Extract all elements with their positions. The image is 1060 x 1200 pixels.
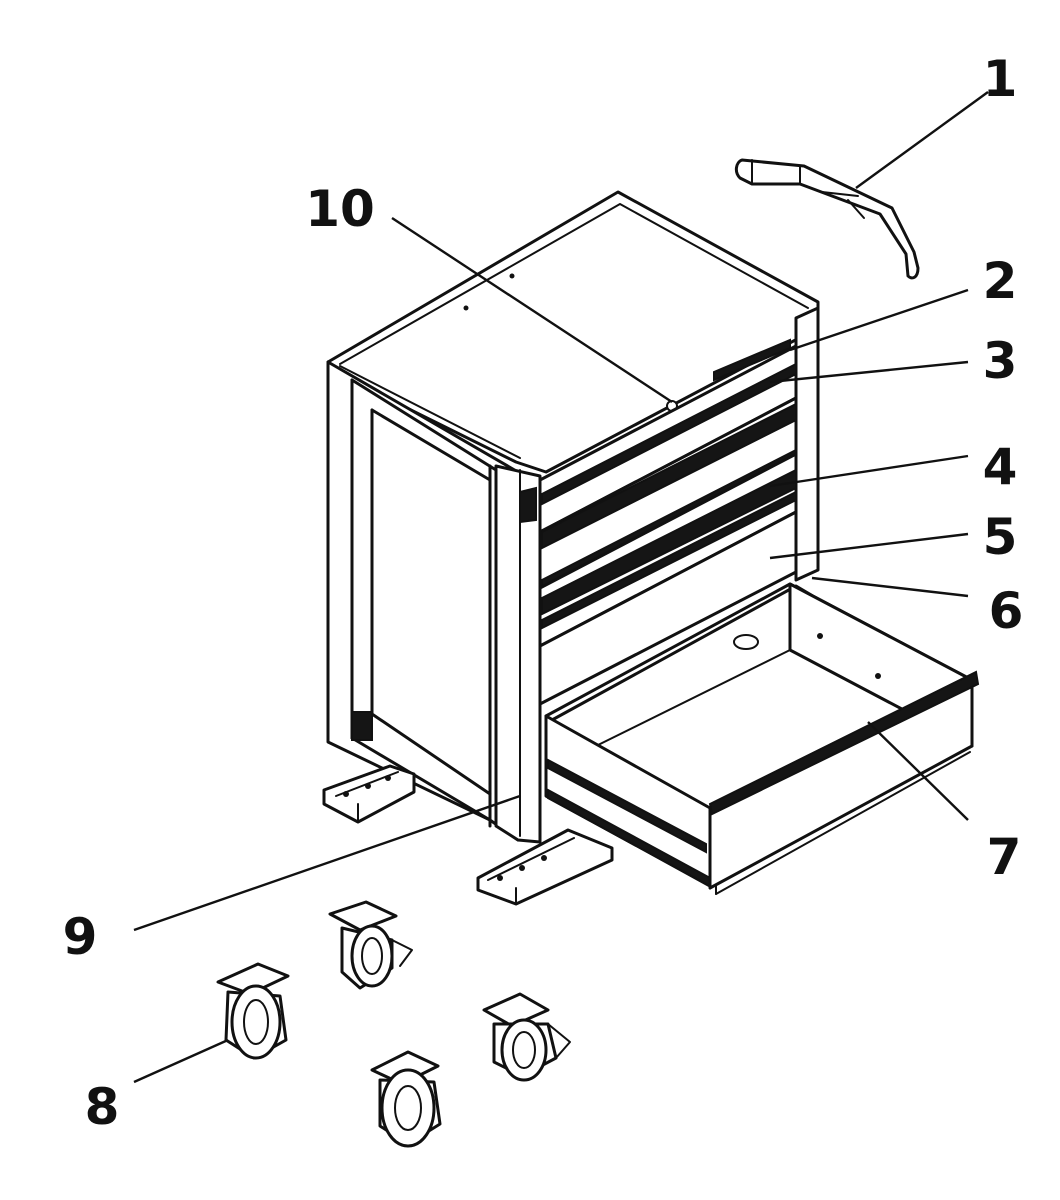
caster-c: [482, 992, 571, 1082]
handle-part: [734, 158, 920, 280]
caster-wheels: [216, 900, 571, 1148]
callout-7: 7: [987, 828, 1022, 886]
callout-10: 10: [305, 180, 375, 238]
caster-a: [328, 900, 413, 990]
callout-5: 5: [983, 508, 1018, 566]
callout-8: 8: [85, 1078, 120, 1136]
caster-b: [216, 962, 290, 1060]
callout-9: 9: [63, 908, 98, 966]
callout-3: 3: [983, 332, 1018, 390]
open-drawer: [544, 582, 980, 895]
caster-d: [370, 1050, 442, 1148]
callout-1: 1: [983, 50, 1018, 108]
callout-6: 6: [989, 582, 1024, 640]
cabinet-body: [326, 190, 820, 844]
callout-2: 2: [983, 252, 1018, 310]
leader-lines: [133, 91, 989, 1084]
callout-4: 4: [983, 438, 1018, 496]
mounting-brackets: [322, 764, 614, 906]
